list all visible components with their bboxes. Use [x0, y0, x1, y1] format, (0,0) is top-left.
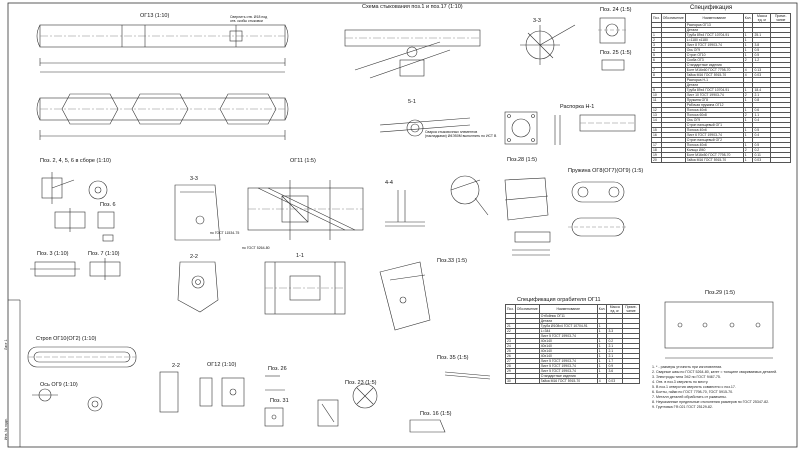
spec-header-cell: Поз. [651, 13, 662, 23]
spec-title: Спецификация [690, 5, 733, 11]
spec11-cell: 30 [505, 378, 516, 384]
pos24-title: Поз. 24 (1:5) [600, 7, 632, 13]
weld-note: Сварка стыковочных элементов(накладками)… [425, 130, 497, 138]
section-11-title: 1-1 [296, 253, 304, 259]
spec-header-cell: Приме-чание [770, 13, 791, 23]
spec-row: Рабочая пружина ОГ12 [651, 102, 791, 108]
strop-title: Строп ОГ10(ОГ2) (1:10) [36, 336, 97, 342]
spec11-header-cell: Обозначение [514, 304, 540, 314]
pos33-title: Поз.33 (1:5) [437, 258, 467, 264]
section-44-title: 4-4 [385, 180, 393, 186]
pos35-title: Поз. 35 (1:5) [437, 355, 469, 361]
spec11-cell: 0.03 [606, 378, 623, 384]
gost-note-2: по ГОСТ 5264-80 [242, 246, 270, 250]
spec-header-cell: Обозначение [660, 13, 686, 23]
spec11-cell [514, 378, 540, 384]
note-line: 5. В поз.1 отверстия сверлить совместно … [652, 385, 736, 389]
og13-title: ОГ13 (1:10) [140, 13, 170, 19]
spec-header-cell: Кол. [742, 13, 754, 23]
pos7-title: Поз. 7 (1:10) [88, 251, 120, 257]
section-51-title: 5-1 [408, 99, 416, 105]
note-line: 1. * - размеры уточнить при изготовлении… [652, 365, 723, 369]
pos29-title: Поз.29 (1:5) [705, 290, 735, 296]
stamp-inv: Инв. № подл. [4, 418, 8, 440]
section-22b-title: 2-2 [172, 363, 180, 369]
spec11-header-cell: Масса ед. кг [606, 304, 623, 314]
spec-cell [660, 157, 686, 163]
spec11-cell [621, 378, 641, 384]
og12-title: ОГ12 (1:10) [207, 362, 237, 368]
pos3-title: Поз. 3 (1:10) [37, 251, 69, 257]
note-line: 2. Сварные швы по ГОСТ 5264-80, катет = … [652, 370, 778, 374]
spec11-cell: Гайка М16 ГОСТ 5915-70 [538, 378, 598, 384]
pos31-title: Поз. 31 [270, 398, 289, 404]
axis-title: Ось ОГ9 (1:10) [40, 382, 78, 388]
spec-header-cell: Масса ед. кг [752, 13, 772, 23]
spec11-header-cell: Поз. [505, 304, 516, 314]
technical-notes: 1. * - размеры уточнить при изготовлении… [652, 365, 777, 410]
pos26-title: Поз. 26 [268, 366, 287, 372]
spec-header-cell: Наименование [684, 13, 744, 23]
section-22-title: 2-2 [190, 254, 198, 260]
rasp-title: Распорка Н-1 [560, 104, 595, 110]
og11-title: ОГ11 (1:5) [290, 158, 316, 164]
note-line: 6. Болты, гайки по ГОСТ 7798-70, ГОСТ 59… [652, 390, 734, 394]
pos16-title: Поз. 16 (1:5) [420, 411, 452, 417]
spring-title: Пружина ОГ8(ОГ7)(ОГ9) (1:5) [568, 168, 644, 174]
pos2456-title: Поз. 2, 4, 5, 6 в сборе (1:10) [40, 158, 111, 164]
note-line: 4. Отв. в поз.3 сверлить по месту. [652, 380, 709, 384]
pos23-title: Поз. 23 (1:5) [345, 380, 377, 386]
stamp-sheet: Лист 1 [4, 339, 8, 350]
spec11-header-cell: Кол. [596, 304, 608, 314]
spec-cell [770, 157, 791, 163]
spec11-header-cell: Наименование [538, 304, 598, 314]
gost-note-1: по ГОСТ 11534-75 [210, 231, 240, 235]
spec-row: Распорка Н-1 [651, 77, 791, 83]
pos25-title: Поз. 25 (1:5) [600, 50, 632, 56]
spec-cell: 1 [742, 157, 754, 163]
spec11-cell: 4 [596, 378, 608, 384]
note-line: 3. Электроды типа Э42 по ГОСТ 9467-75. [652, 375, 721, 379]
note-line: 7. Металл деталей обработать от ржавчины… [652, 395, 727, 399]
spec-cell: 0.03 [752, 157, 772, 163]
spec11-header-cell: Приме-чание [621, 304, 641, 314]
spec11-row: Стандартные изделия [505, 373, 641, 379]
note-line: 9. Грунтовка ГФ-021 ГОСТ 25129-82. [652, 405, 713, 409]
pos6-title: Поз. 6 [100, 202, 116, 208]
spec-cell: 20 [651, 157, 662, 163]
pos28-title: Поз.28 (1:5) [507, 157, 537, 163]
spec11-title: Спецификация ограбителя ОГ11 [517, 297, 601, 303]
section-33b-title: 3-3 [190, 176, 198, 182]
spec-cell: Гайка М16 ГОСТ 5915-70 [684, 157, 744, 163]
section-33-title: 3-3 [533, 18, 541, 24]
scheme-title: Схема стыкования поз.1 и поз.17 (1:10) [362, 4, 463, 10]
note-line: 8. Неуказанные предельные отклонения раз… [652, 400, 770, 404]
